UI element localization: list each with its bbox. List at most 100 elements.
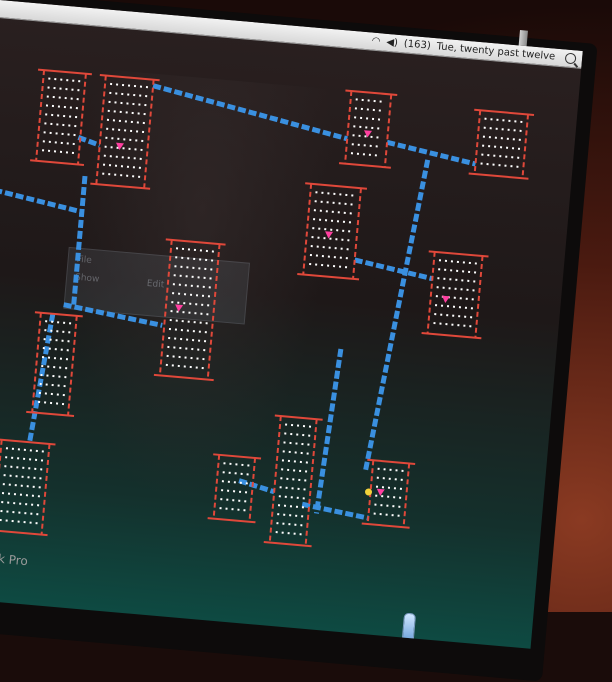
ladder xyxy=(63,302,163,328)
down-arrow-icon xyxy=(116,142,124,150)
floor-bottom-edge xyxy=(26,410,75,418)
floor-dot-row xyxy=(1,492,40,498)
ladder xyxy=(0,184,83,215)
floor-dot-row xyxy=(42,140,75,146)
floor-dot-row xyxy=(353,125,384,130)
search-icon[interactable] xyxy=(564,52,577,65)
floor-dot-row xyxy=(40,373,67,379)
floor-dot-row xyxy=(313,209,354,215)
floor-dot-row xyxy=(2,483,41,489)
floor-left-wall xyxy=(426,251,436,334)
floor-block xyxy=(0,438,56,537)
floor-dot-row xyxy=(284,432,311,437)
floor-dot-row xyxy=(354,107,385,112)
ladder xyxy=(313,348,344,514)
down-arrow-icon xyxy=(175,304,184,312)
down-arrow-icon xyxy=(364,130,373,138)
floor-right-wall xyxy=(206,243,221,380)
floor-dot-row xyxy=(45,104,78,110)
floor-top-edge xyxy=(0,438,56,446)
ladder xyxy=(386,139,477,167)
floor-dot-row xyxy=(171,301,210,307)
floor-top-edge xyxy=(37,68,92,76)
floor-top-edge xyxy=(213,453,262,460)
floor-top-edge xyxy=(274,414,323,421)
floor-dot-row xyxy=(48,77,81,83)
floor-right-wall xyxy=(143,79,155,189)
floor-dot-row xyxy=(275,531,302,536)
floor-dot-row xyxy=(103,154,142,160)
floor-dot-row xyxy=(105,136,144,143)
floor-dot-row xyxy=(3,474,42,480)
coin-icon xyxy=(365,488,373,496)
down-arrow-icon xyxy=(376,488,385,497)
floor-dot-row xyxy=(436,286,475,292)
floors-layer xyxy=(0,68,535,548)
ladder xyxy=(354,257,433,282)
floor-dot-row xyxy=(434,304,474,310)
floor-bottom-edge xyxy=(0,528,48,537)
floor-bottom-edge xyxy=(153,373,214,382)
down-arrow-icon xyxy=(441,295,450,303)
floor-dot-row xyxy=(279,486,306,491)
floor-dot-row xyxy=(311,236,352,242)
floor-right-wall xyxy=(304,419,318,546)
floor-dot-row xyxy=(172,283,211,289)
floor-dot-row xyxy=(435,295,474,301)
game-board[interactable] xyxy=(0,18,581,649)
floor-dot-row xyxy=(5,456,44,462)
floor-dot-row xyxy=(285,423,312,428)
floor-dot-row xyxy=(4,465,43,471)
floor-dot-row xyxy=(482,135,521,141)
floor-dot-row xyxy=(108,100,147,107)
floor-dot-row xyxy=(373,512,400,517)
floor-right-wall xyxy=(474,255,484,338)
volume-icon[interactable]: ◀) xyxy=(385,36,399,49)
floor-dot-row xyxy=(314,200,355,206)
floor-dot-row xyxy=(172,292,211,298)
floor-block xyxy=(297,182,368,281)
floor-bottom-edge xyxy=(30,159,85,166)
floor-dot-row xyxy=(277,513,304,518)
floor-dot-row xyxy=(44,329,71,334)
floor-dot-row xyxy=(221,480,248,485)
floor-left-wall xyxy=(0,439,3,531)
floor-dot-row xyxy=(375,485,403,490)
floor-bottom-edge xyxy=(297,272,360,281)
floor-right-wall xyxy=(402,463,411,528)
laptop-screen: ◠ ◀) (163) Tue, twenty past twelve File … xyxy=(0,0,583,649)
floor-top-edge xyxy=(428,250,489,258)
floor-dot-row xyxy=(173,274,212,280)
floor-dot-row xyxy=(38,400,65,406)
wifi-icon[interactable]: ◠ xyxy=(371,35,381,48)
floor-dot-row xyxy=(377,467,404,472)
floor-dot-row xyxy=(480,162,519,168)
floor-block xyxy=(90,73,160,190)
floor-dot-row xyxy=(309,262,350,269)
floor-bottom-edge xyxy=(90,182,151,190)
floor-dot-row xyxy=(437,277,476,283)
floor-dot-row xyxy=(438,259,477,265)
floor-dot-row xyxy=(165,363,204,370)
floor-block xyxy=(30,68,92,166)
floor-dot-row xyxy=(167,345,206,352)
ladder xyxy=(301,501,369,521)
floor-block xyxy=(263,414,323,548)
floor-right-wall xyxy=(383,94,393,168)
floor-dot-row xyxy=(374,503,401,508)
floor-dot-row xyxy=(106,118,145,125)
floor-dot-row xyxy=(283,441,310,446)
floor-left-wall xyxy=(35,70,46,161)
floor-dot-row xyxy=(484,117,523,123)
floor-right-wall xyxy=(521,114,530,179)
floor-dot-row xyxy=(223,462,250,467)
floor-dot-row xyxy=(277,504,305,509)
floor-dot-row xyxy=(41,149,75,155)
floor-dot-row xyxy=(221,489,248,494)
floor-dot-row xyxy=(168,336,207,343)
battery-indicator[interactable]: (163) xyxy=(403,38,432,52)
floor-bottom-edge xyxy=(207,517,256,524)
floor-dot-row xyxy=(41,364,68,370)
floor-dot-row xyxy=(104,145,143,151)
floor-dot-row xyxy=(41,356,69,361)
